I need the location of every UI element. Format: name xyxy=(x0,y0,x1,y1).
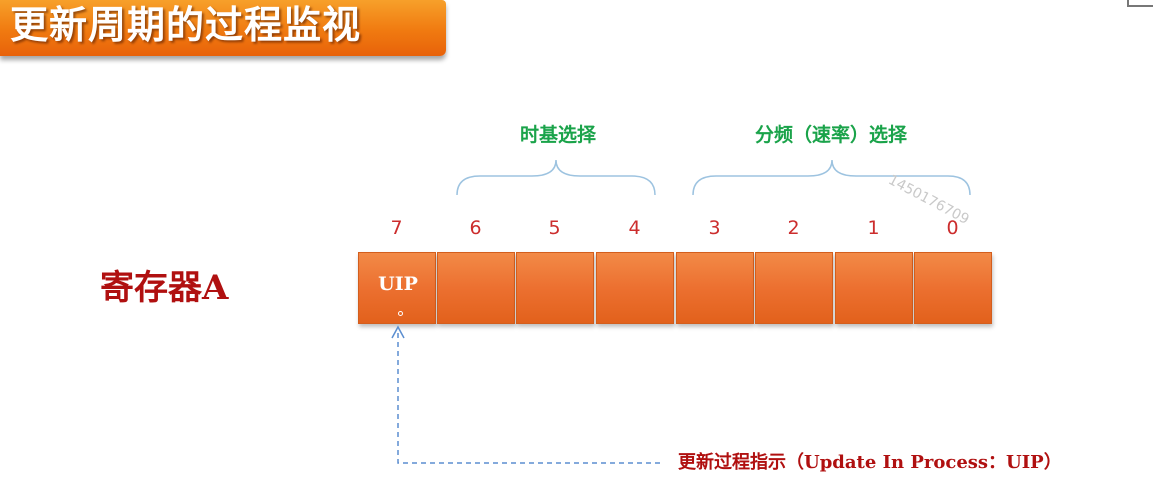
bit-number: 0 xyxy=(946,217,959,239)
cell-dot xyxy=(398,311,403,316)
page-title: 更新周期的过程监视 xyxy=(10,3,362,47)
uip-cell-label: UIP xyxy=(378,273,418,295)
register-cell-bit5 xyxy=(516,252,594,324)
corner-mark xyxy=(1127,0,1153,7)
title-banner: 更新周期的过程监视 xyxy=(0,0,446,56)
bit-number: 6 xyxy=(469,217,482,239)
bit-number: 2 xyxy=(787,217,800,239)
uip-annotation: 更新过程指示（Update In Process：UIP） xyxy=(678,452,1062,473)
timebase-select-label: 时基选择 xyxy=(519,124,596,146)
register-cell-bit2 xyxy=(755,252,833,324)
register-label: 寄存器A xyxy=(100,268,229,308)
register-cell-bit1 xyxy=(835,252,913,324)
bit-number: 7 xyxy=(390,217,403,239)
divider-select-label: 分频（速率）选择 xyxy=(754,124,907,146)
register-cell-bit6 xyxy=(437,252,515,324)
bit-number: 1 xyxy=(867,217,880,239)
register-cell-bit7: UIP xyxy=(358,252,436,324)
register-cell-bit0 xyxy=(914,252,992,324)
register-cell-bit3 xyxy=(676,252,754,324)
bit-number: 4 xyxy=(628,217,641,239)
register-cell-bit4 xyxy=(596,252,674,324)
arrow-line xyxy=(397,332,660,464)
divider-brace xyxy=(692,159,971,196)
arrow-head xyxy=(391,325,405,339)
bit-number: 3 xyxy=(708,217,721,239)
timebase-brace xyxy=(456,159,656,196)
bit-number: 5 xyxy=(548,217,561,239)
